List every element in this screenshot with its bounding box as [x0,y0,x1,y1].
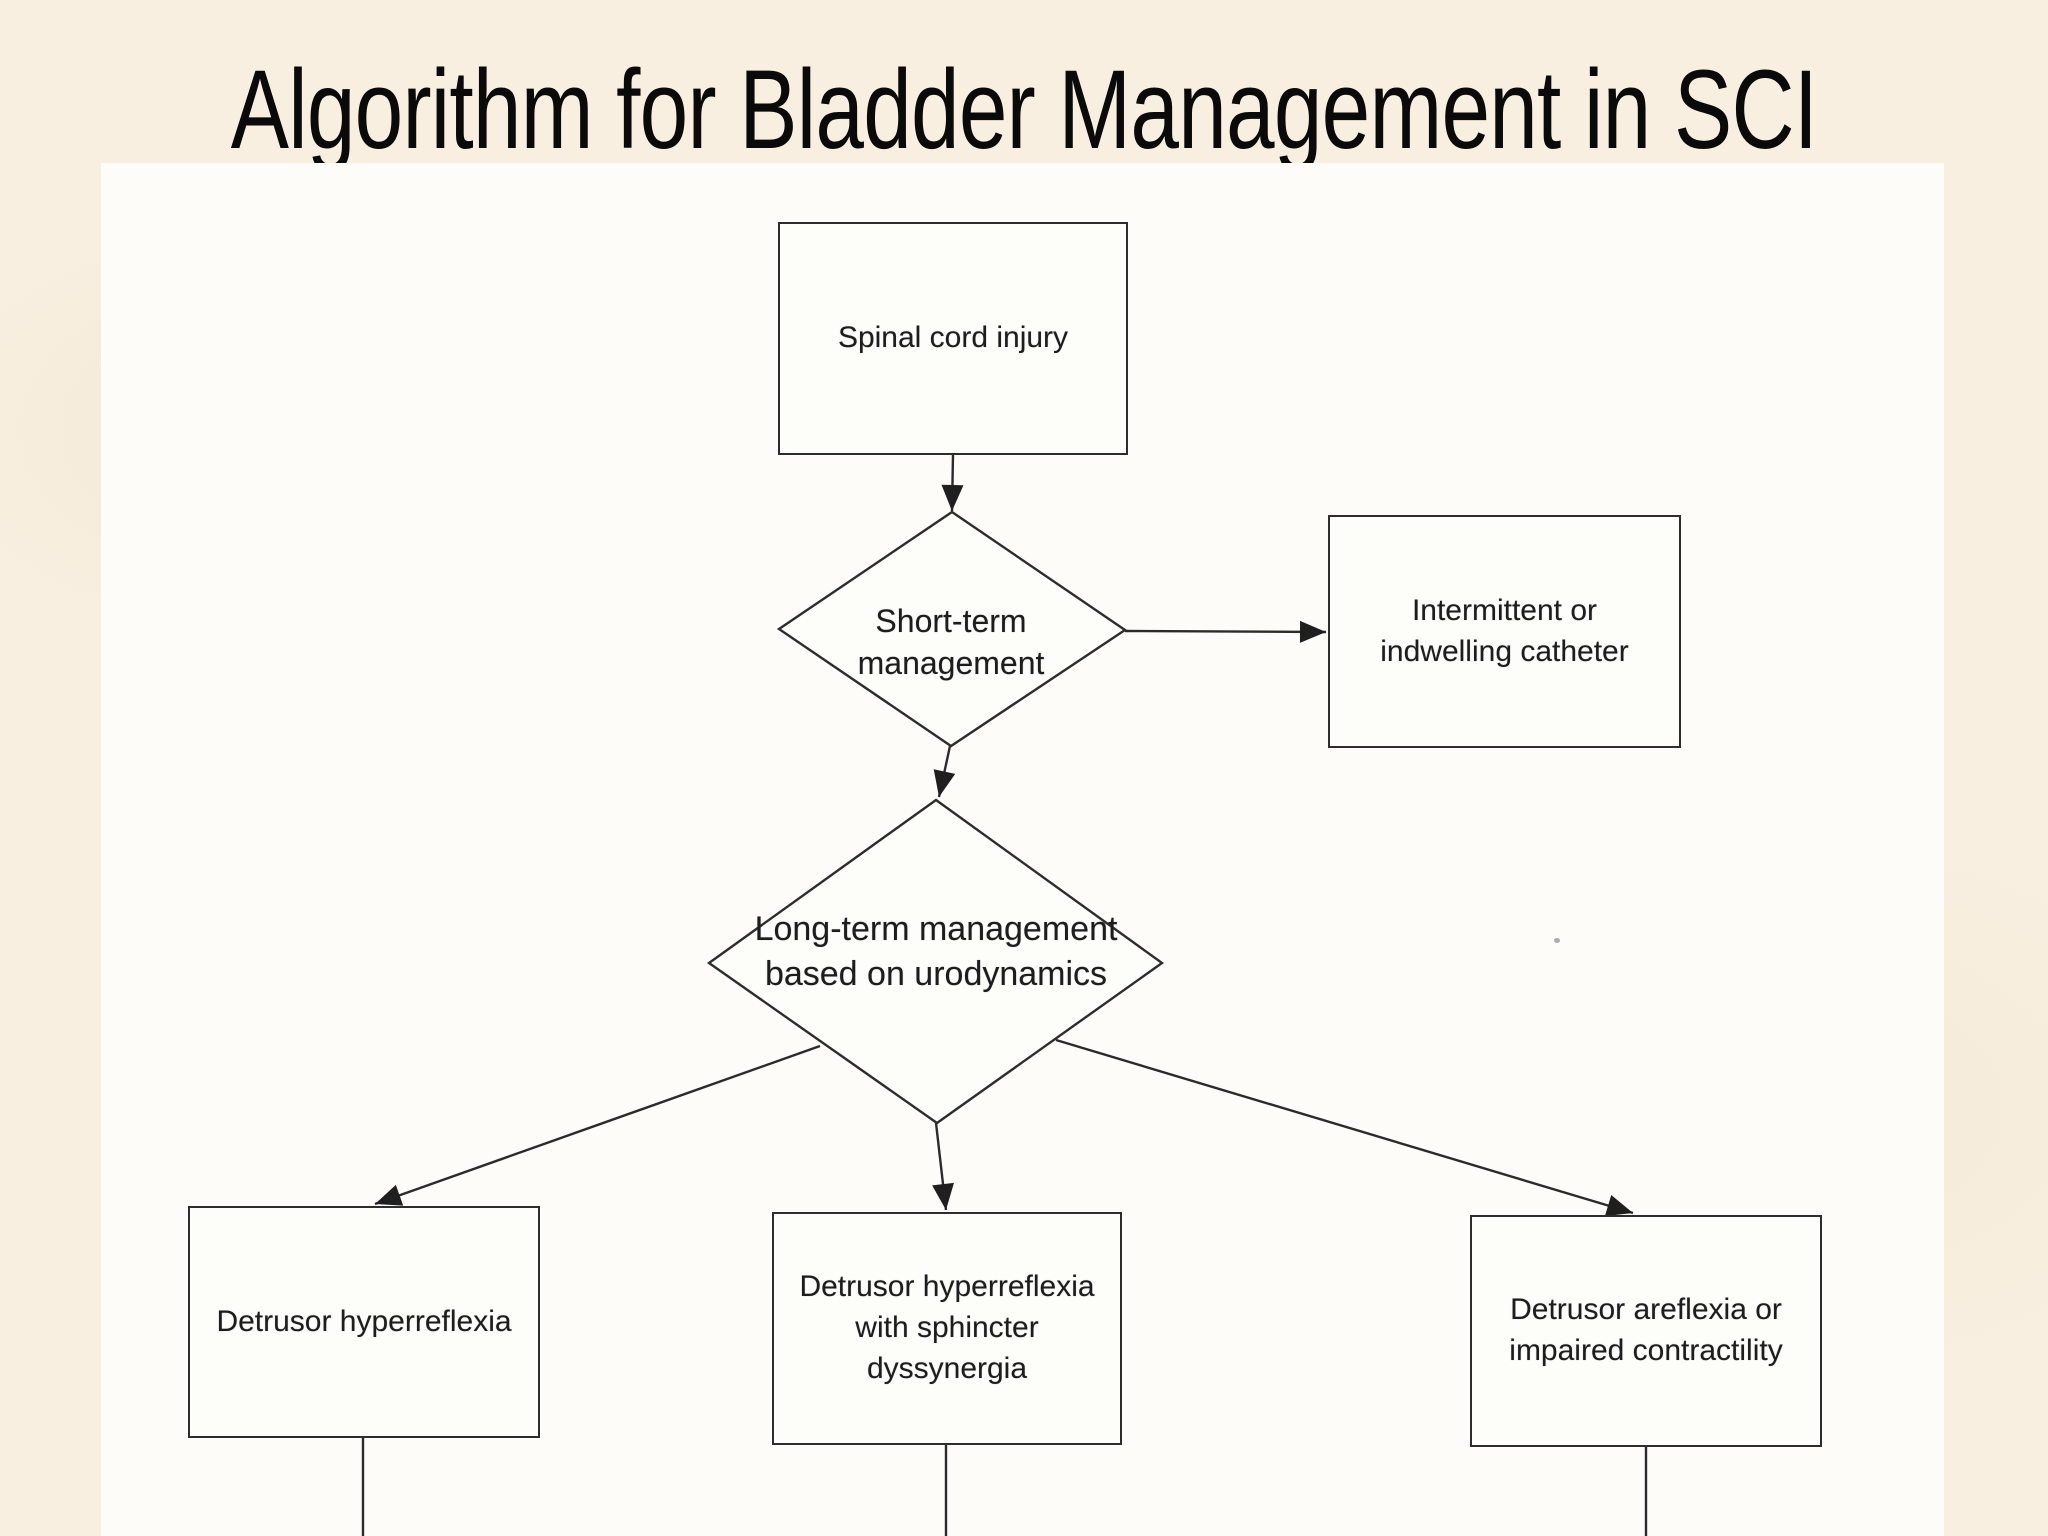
node-detrusor-areflexia-or-impaired-contractility: Detrusor areflexia or impaired contracti… [1470,1215,1822,1447]
edge-sci-to-short-term [941,453,964,512]
node-label-line: Intermittent or [1411,593,1598,627]
slide-title: Algorithm for Bladder Management in SCI [0,46,2048,175]
scan-artifact-speck [1554,938,1560,943]
slide-title-text: Algorithm for Bladder Management in SCI [230,47,1818,172]
edge-long-term-to-dyssynergia [932,1122,954,1211]
diamond-short-term-management [776,510,1128,748]
node-label-line: dyssynergia [866,1351,1028,1385]
node-label-line: Detrusor hyperreflexia [216,1304,512,1338]
node-label-line: Spinal cord injury [837,321,1069,355]
node-label-line: management [857,645,1045,681]
edge-short-term-to-long-term [933,745,956,798]
node-label-line: based on urodynamics [764,955,1108,993]
node-spinal-cord-injury: Spinal cord injury [778,222,1128,455]
node-label-line: Short-term [875,603,1027,640]
node-intermittent-or-indwelling-catheter: Intermittent or indwelling catheter [1328,515,1681,748]
node-label-line: with sphincter [855,1311,1039,1345]
node-label-line: indwelling catheter [1380,634,1629,668]
node-label-line: Detrusor hyperreflexia [799,1270,1095,1304]
edge-long-term-to-areflexia [1055,1038,1634,1217]
node-detrusor-hyperreflexia: Detrusor hyperreflexia [188,1206,540,1438]
node-label-line: Detrusor areflexia or [1510,1293,1782,1327]
node-detrusor-hyperreflexia-with-sphincter-dyssynergia: Detrusor hyperreflexia with sphincter dy… [772,1212,1122,1445]
node-short-term-management: Short-term management [801,593,1101,693]
node-label-line: Long-term management [754,910,1118,949]
node-long-term-management: Long-term management based on urodynamic… [720,897,1152,1007]
edge-long-term-to-detrusor-hyperreflexia [374,1044,821,1206]
edge-short-term-to-catheter [1124,620,1327,643]
node-label-line: impaired contractility [1509,1334,1783,1367]
diamond-long-term-management [706,798,1165,1125]
